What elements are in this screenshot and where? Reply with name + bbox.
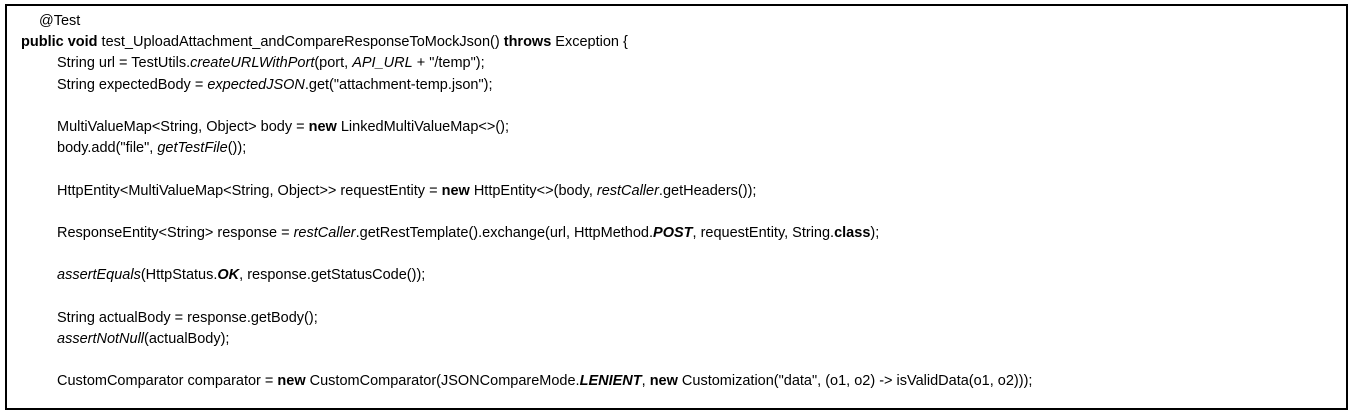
code-token: String url = TestUtils.: [57, 55, 191, 72]
code-line: @Test: [7, 11, 1346, 32]
code-token: (HttpStatus.: [140, 267, 218, 284]
code-token: expectedJSON: [207, 76, 305, 93]
code-token: .get("attachment-temp.json");: [304, 76, 493, 93]
code-token: CustomComparator(JSONCompareMode.: [305, 373, 580, 390]
code-token: getTestFile: [157, 140, 228, 157]
code-token: .getHeaders());: [658, 182, 757, 199]
code-token: assertNotNull: [57, 330, 145, 347]
code-line: assertNotNull(actualBody);: [7, 329, 1346, 350]
code-token: public void: [21, 34, 98, 51]
code-token: test_UploadAttachment_andCompareResponse…: [97, 34, 504, 51]
code-line: [7, 159, 1346, 180]
code-token: .getRestTemplate().exchange(url, HttpMet…: [355, 224, 654, 241]
code-line: String expectedBody = expectedJSON.get("…: [7, 75, 1346, 96]
code-token: String expectedBody =: [57, 76, 208, 93]
code-token: );: [870, 224, 880, 241]
code-line: HttpEntity<MultiValueMap<String, Object>…: [7, 181, 1346, 202]
code-token: @Test: [39, 13, 81, 29]
code-token: , response.getStatusCode());: [239, 267, 426, 284]
code-token: + "/temp");: [412, 55, 485, 72]
code-line: ResponseEntity<String> response = restCa…: [7, 223, 1346, 244]
code-token: body.add("file",: [57, 140, 158, 157]
code-token: API_URL: [352, 55, 413, 72]
code-token: LENIENT: [579, 373, 642, 390]
code-line: body.add("file", getTestFile());: [7, 138, 1346, 159]
code-token: restCaller: [596, 182, 659, 199]
code-token: restCaller: [293, 224, 356, 241]
code-token: new: [308, 118, 337, 135]
code-line: CustomComparator comparator = new Custom…: [7, 371, 1346, 392]
code-token: (port,: [314, 55, 353, 72]
code-token: HttpEntity<>(body,: [469, 182, 597, 199]
code-line: MultiValueMap<String, Object> body = new…: [7, 117, 1346, 138]
code-token: new: [441, 182, 470, 199]
code-block[interactable]: @Test public void test_UploadAttachment_a…: [7, 6, 1346, 408]
code-token: assertEquals: [57, 267, 141, 284]
code-token: ResponseEntity<String> response =: [57, 224, 294, 241]
code-line: String url = TestUtils.createURLWithPort…: [7, 53, 1346, 74]
code-token: , requestEntity, String.: [692, 224, 835, 241]
code-line: [7, 392, 1346, 408]
code-token: Customization("data", (o1, o2) -> isVali…: [677, 373, 1033, 390]
code-line: String actualBody = response.getBody();: [7, 308, 1346, 329]
code-token: (actualBody);: [144, 330, 230, 347]
code-token: MultiValueMap<String, Object> body =: [57, 118, 309, 135]
code-token: ,: [641, 373, 650, 390]
code-snippet-frame: @Test public void test_UploadAttachment_a…: [5, 4, 1348, 410]
code-token: String actualBody = response.getBody();: [57, 309, 318, 326]
code-line: [7, 286, 1346, 307]
code-token: LinkedMultiValueMap<>();: [336, 118, 510, 135]
code-line: [7, 96, 1346, 117]
code-line: [7, 350, 1346, 371]
code-token: HttpEntity<MultiValueMap<String, Object>…: [57, 182, 442, 199]
code-token: POST: [653, 224, 693, 241]
code-line: public void test_UploadAttachment_andCom…: [7, 32, 1346, 53]
code-token: createURLWithPort: [190, 55, 315, 72]
code-token: class: [834, 224, 871, 241]
code-token: CustomComparator comparator =: [57, 373, 278, 390]
code-line: [7, 202, 1346, 223]
code-token: throws: [503, 34, 552, 51]
code-token: ());: [227, 140, 247, 157]
code-line: assertEquals(HttpStatus.OK, response.get…: [7, 265, 1346, 286]
code-line: [7, 244, 1346, 265]
code-token: Exception {: [551, 34, 628, 51]
code-token: OK: [217, 267, 240, 284]
code-token: new: [277, 373, 306, 390]
code-token: new: [649, 373, 678, 390]
